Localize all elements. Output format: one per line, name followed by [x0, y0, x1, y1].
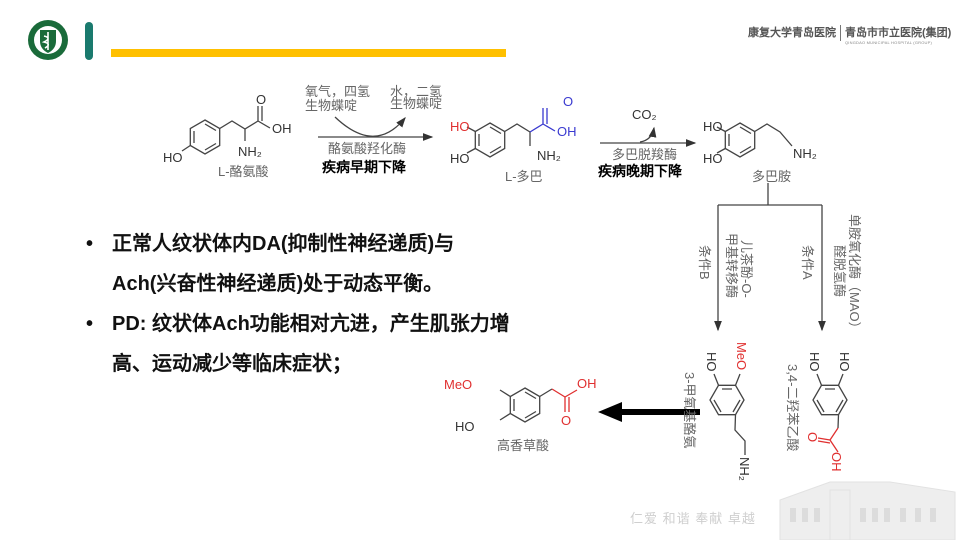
ldopa-structure [466, 108, 556, 158]
atoms-oh-text: OH [272, 121, 292, 136]
atoms-nh2-text: NH₂ [537, 148, 561, 163]
tyrosine-structure [181, 106, 271, 155]
atoms-o-text: O [256, 92, 266, 107]
bullet-item-pd: • PD: 纹状体Ach功能相对亢进，产生肌张力增 高、运动减少等临床症状； [82, 304, 632, 384]
atoms-nh2-text: NH₂ [793, 146, 817, 161]
step1-reagent-in-1-text: 氧气，四氢 [305, 84, 370, 99]
step1-reagent-in-2-text: 生物蝶啶 [305, 98, 357, 113]
branch-a-enzyme-2-text: 醛脱氢酶 [832, 245, 847, 297]
atoms-oh-text: OH [577, 376, 597, 391]
enzyme-ddc-label: 多巴脱羧酶 [612, 147, 677, 162]
homovanillic-acid-structure [499, 387, 578, 423]
1-symbol-text: • [86, 313, 94, 335]
atoms-ho-text: HO [703, 151, 723, 166]
atoms-o-text: O [805, 432, 820, 442]
atoms-ho-text: HO [455, 419, 475, 434]
branch-b-condition-text: 条件B [697, 245, 712, 280]
header-divider [840, 25, 841, 42]
atoms-ho-text: HO [450, 119, 470, 134]
step1-reagent-out-2-text: 生物蝶啶 [390, 96, 442, 111]
building-watermark [779, 481, 956, 540]
branch-lines [718, 183, 822, 206]
hospital-logo [27, 19, 69, 61]
atoms-o-text: O [563, 94, 573, 109]
atoms-oh-text: OH [829, 452, 844, 472]
hva-label: 高香草酸 [497, 438, 549, 453]
late-decline-note: 疾病晚期下降 [598, 163, 683, 179]
hospital-name: 康复大学青岛医院 [748, 27, 836, 39]
step1-reagent-out-1-text: 水，二氢 [390, 84, 442, 99]
bullet-item-balance: • 正常人纹状体内DA(抑制性神经递质)与 Ach(兴奋性神经递质)处于动态平衡… [82, 224, 632, 304]
branch-a-enzyme-1-text: 单胺氧化酶（MAO） [847, 214, 862, 335]
0-symbol-text: • [86, 233, 94, 255]
atoms-ho-text: HO [163, 150, 183, 165]
atoms-ho-text: HO [837, 352, 852, 372]
methoxytyramine-structure [709, 373, 746, 455]
methoxytyramine-label: 3-甲氧基酪氨 [682, 372, 697, 449]
atoms-nh2-text: NH₂ [238, 144, 262, 159]
lines-1-text: 高、运动减少等临床症状； [112, 353, 352, 375]
enzyme-th-label: 酪氨酸羟化酶 [328, 141, 406, 156]
branch-b-enzyme-1-text: 儿茶酚-O- [739, 240, 754, 298]
atoms-ho-text: HO [703, 119, 723, 134]
atoms-o-text: O [561, 413, 571, 428]
atoms-ho-text: HO [450, 151, 470, 166]
lines-0-text: 正常人纹状体内DA(抑制性神经递质)与 [112, 233, 455, 255]
title-underline-bar [111, 49, 506, 57]
early-decline-note: 疾病早期下降 [322, 159, 407, 175]
dopamine-structure [716, 122, 793, 158]
bullet-list: • 正常人纹状体内DA(抑制性神经递质)与 Ach(兴奋性神经递质)处于动态平衡… [82, 224, 632, 384]
dopamine-label: 多巴胺 [752, 169, 791, 184]
atoms-nh2-text: NH₂ [737, 457, 752, 481]
lines-0-text: PD: 纹状体Ach功能相对亢进，产生肌张力增 [112, 313, 510, 335]
dopac-label: 3,4-二羟苯乙酸 [785, 364, 800, 451]
cofactor-arrow [334, 116, 406, 137]
co2-arrow [639, 126, 657, 143]
branch-b-enzyme-2-text: 甲基转移酶 [724, 233, 739, 298]
tyrosine-label: L-酪氨酸 [218, 164, 269, 179]
hospital-group-name: 青岛市市立医院(集团) [845, 27, 952, 39]
atoms-meo-text: MeO [444, 377, 472, 392]
hospital-motto: 仁爱 和谐 奉献 卓越 [630, 511, 756, 526]
step2-byproduct-text: CO₂ [632, 107, 657, 122]
hospital-header: 康复大学青岛医院青岛市市立医院(集团)QINGDAO MUNICIPAL HOS… [748, 24, 951, 45]
branch-a-condition-text: 条件A [800, 245, 815, 280]
atoms-oh-text: OH [557, 124, 577, 139]
atoms-meo-text: MeO [734, 342, 749, 370]
atoms-ho-text: HO [807, 352, 822, 372]
ldopa-label: L-多巴 [505, 169, 543, 184]
atoms-ho-text: HO [704, 352, 719, 372]
conversion-arrow [598, 402, 700, 422]
title-accent-bar [85, 22, 93, 60]
hospital-group-english: QINGDAO MUNICIPAL HOSPITAL (GROUP) [845, 40, 933, 45]
lines-1-text: Ach(兴奋性神经递质)处于动态平衡。 [112, 273, 444, 295]
dopac-structure [812, 373, 848, 453]
